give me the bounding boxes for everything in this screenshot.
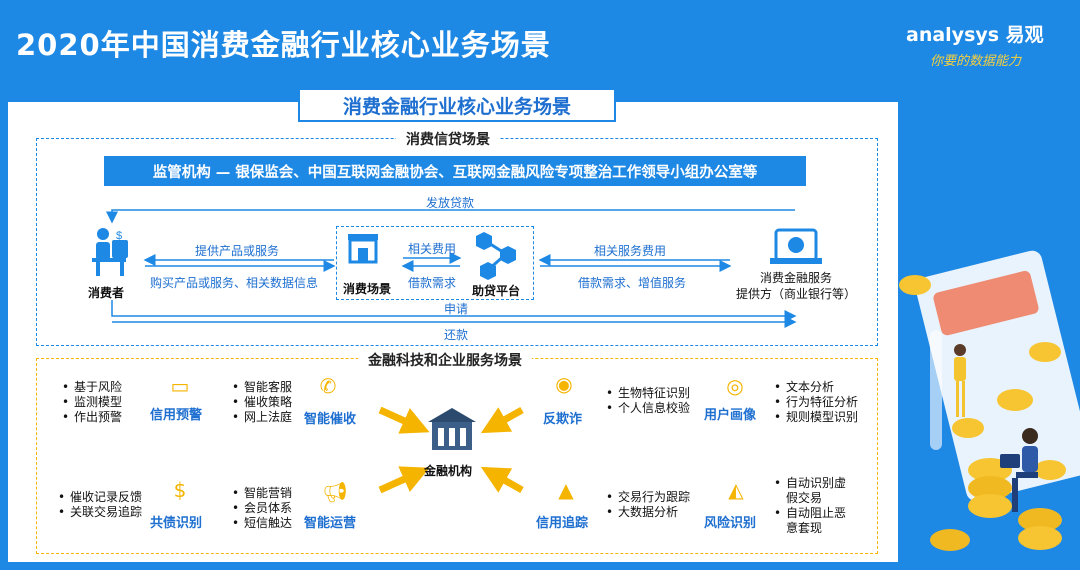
repay-label: 还款 [444, 328, 469, 342]
list-item: 网上法庭 [230, 410, 292, 425]
list-item: 规则模型识别 [772, 410, 858, 425]
institution-label: 金融机构 [424, 464, 473, 478]
list-item: 个人信息校验 [604, 401, 690, 416]
user-profile-icon: ◎ [726, 374, 744, 398]
list-item: 监测模型 [60, 395, 122, 410]
brand-logo: analysys 易观 [906, 24, 1044, 46]
list-item-continuation: 意套现 [786, 521, 823, 535]
phone-icon: ✆ [319, 374, 337, 398]
institution-icon [428, 408, 476, 450]
list-item: 作出预警 [60, 410, 122, 425]
risk-identification-bullets: 自动识别虚 假交易 自动阻止恶 意套现 [772, 476, 846, 536]
megaphone-icon: 📢︎ [322, 480, 348, 504]
related-fees-label: 相关费用 [408, 242, 457, 256]
provide-products-label: 提供产品或服务 [195, 244, 280, 258]
list-item: 基于风险 [60, 380, 122, 395]
platform-label: 助贷平台 [472, 284, 521, 298]
list-item: 自动识别虚 [772, 476, 846, 491]
brand-slogan: 你要的数据能力 [930, 54, 1022, 69]
joint-debt-bullets: 催收记录反馈 关联交易追踪 [56, 490, 142, 520]
consumer-label: 消费者 [88, 286, 125, 300]
credit-tracking-bullets: 交易行为跟踪 大数据分析 [604, 490, 690, 520]
list-item: 自动阻止恶 [772, 506, 846, 521]
loan-demand-value-added-label: 借款需求、增值服务 [578, 276, 687, 290]
apply-label: 申请 [444, 302, 469, 316]
list-item-continuation: 假交易 [786, 491, 823, 505]
list-item: 智能营销 [230, 486, 292, 501]
platform-group-box [336, 226, 534, 300]
page-title: 2020年中国消费金融行业核心业务场景 [16, 28, 551, 62]
list-item: 短信触达 [230, 516, 292, 531]
credit-card-icon: ▭ [170, 374, 190, 398]
provider-label-line1: 消费金融服务 [759, 271, 832, 285]
scene-label: 消费场景 [343, 282, 392, 296]
diagram-title: 消费金融行业核心业务场景 [298, 88, 616, 122]
list-item: 关联交易追踪 [56, 505, 142, 520]
list-item: 生物特征识别 [604, 386, 690, 401]
tracking-icon: ▲ [558, 478, 574, 502]
fintech-section-label: 金融科技和企业服务场景 [358, 350, 532, 370]
credit-tracking-label: 信用追踪 [536, 516, 589, 531]
anti-fraud-label: 反欺诈 [543, 412, 583, 427]
user-profile-label: 用户画像 [704, 408, 757, 423]
alarm-icon: ◭ [728, 478, 744, 502]
anti-fraud-bullets: 生物特征识别 个人信息校验 [604, 386, 690, 416]
issue-loan-label: 发放贷款 [426, 196, 475, 210]
credit-section-label: 消费信贷场景 [396, 129, 500, 149]
list-item: 行为特征分析 [772, 395, 858, 410]
list-item: 会员体系 [230, 501, 292, 516]
list-item: 大数据分析 [604, 505, 690, 520]
loan-demand-label: 借款需求 [408, 276, 457, 290]
bank-icon [770, 228, 822, 264]
smart-collection-bullets: 智能客服 催收策略 网上法庭 [230, 380, 292, 425]
provider-label-line2: 提供方（商业银行等） [736, 287, 857, 301]
risk-identification-label: 风险识别 [704, 516, 757, 531]
smart-operation-bullets: 智能营销 会员体系 短信触达 [230, 486, 292, 531]
smart-operation-label: 智能运营 [304, 516, 357, 531]
user-profile-bullets: 文本分析 行为特征分析 规则模型识别 [772, 380, 858, 425]
list-item: 智能客服 [230, 380, 292, 395]
regulator-banner: 监管机构 — 银保监会、中国互联网金融协会、互联网金融风险专项整治工作领导小组办… [104, 156, 806, 186]
list-item: 文本分析 [772, 380, 858, 395]
svg-text:$: $ [116, 230, 122, 242]
service-fees-label: 相关服务费用 [594, 244, 667, 258]
buy-products-label: 购买产品或服务、相关数据信息 [150, 276, 319, 290]
credit-warning-label: 信用预警 [150, 408, 203, 423]
shop-icon [348, 234, 378, 264]
shield-icon: ◉ [555, 372, 573, 396]
smart-collection-label: 智能催收 [304, 412, 357, 427]
list-item: 催收记录反馈 [56, 490, 142, 505]
joint-debt-label: 共债识别 [150, 516, 203, 531]
network-dollar-icon: $ [173, 478, 187, 502]
consumer-icon: $ [92, 228, 128, 276]
network-icon [476, 232, 516, 280]
provider-label: 消费金融服务 提供方（商业银行等） [736, 270, 856, 302]
list-item: 交易行为跟踪 [604, 490, 690, 505]
credit-warning-bullets: 基于风险 监测模型 作出预警 [60, 380, 122, 425]
list-item: 催收策略 [230, 395, 292, 410]
